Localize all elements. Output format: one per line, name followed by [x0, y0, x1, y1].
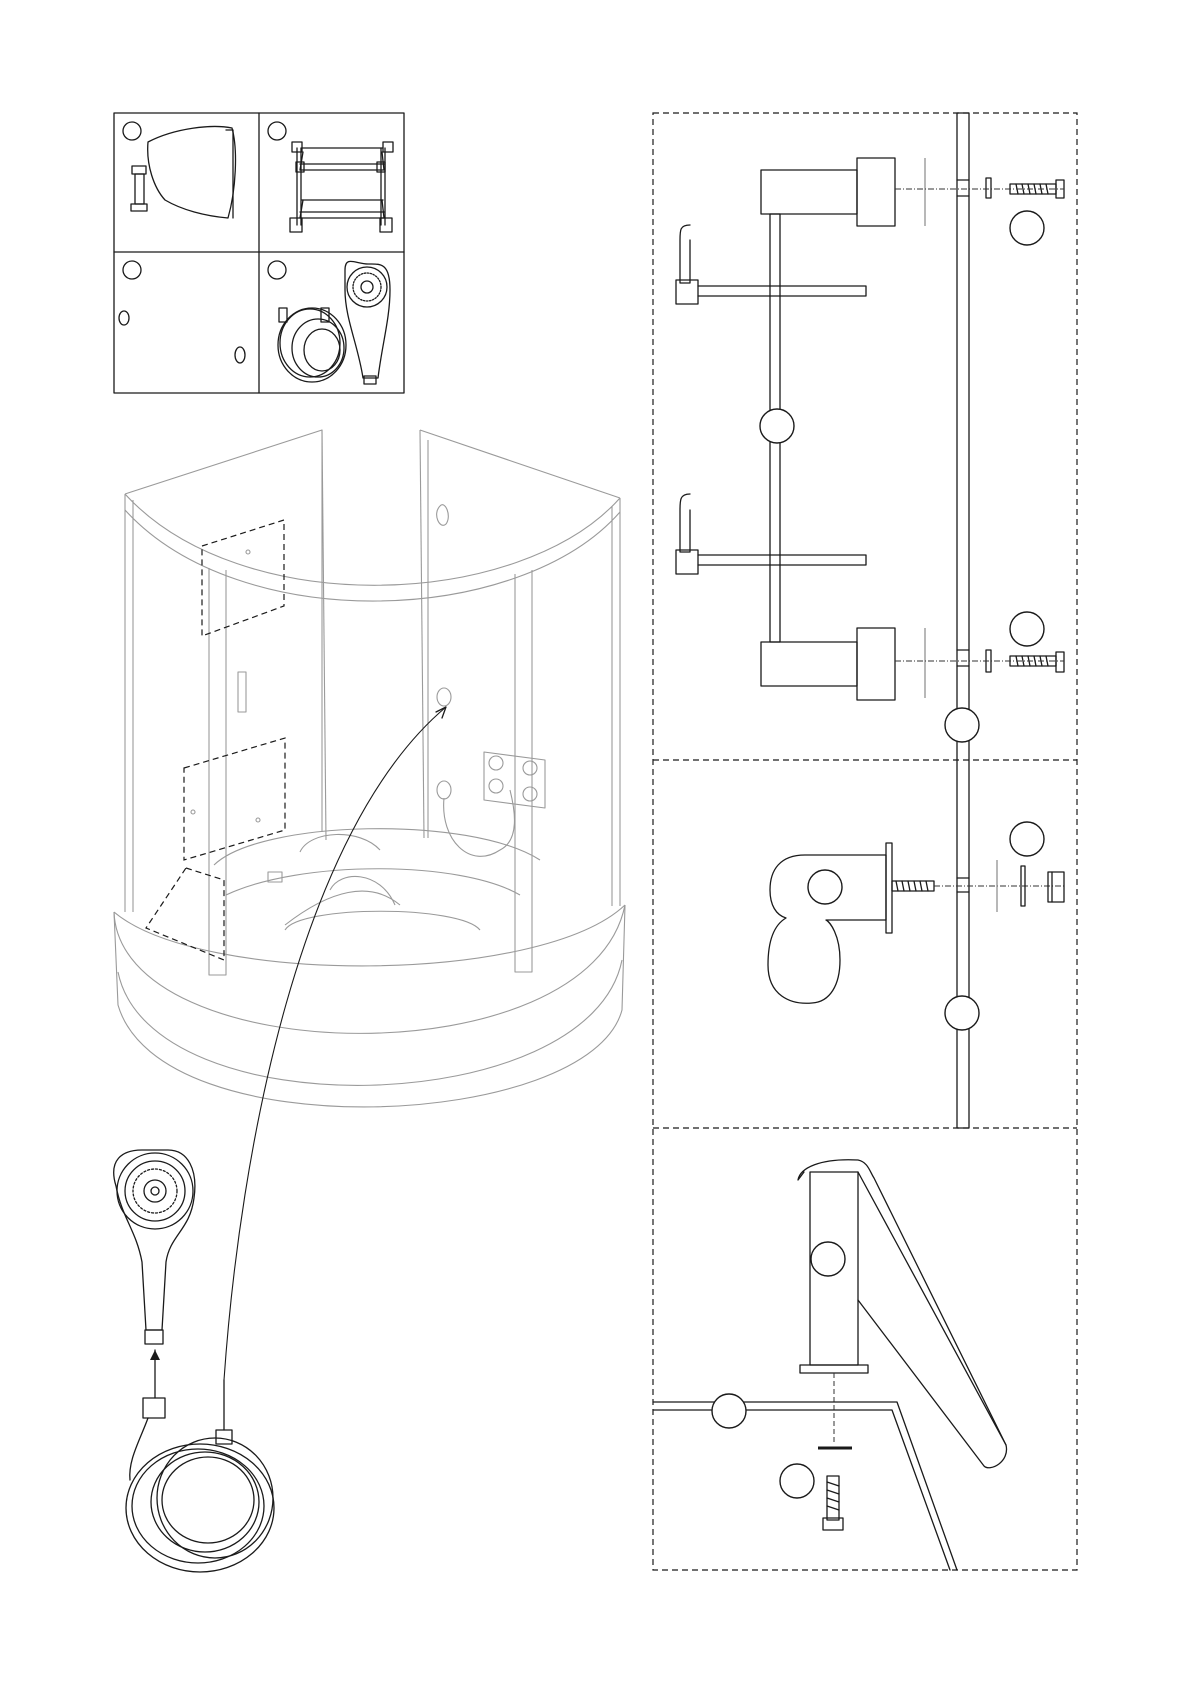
hand-shower-assembly	[114, 1150, 274, 1572]
pillow-icon	[131, 127, 235, 218]
hose-icon	[126, 1380, 274, 1572]
shelf-panel	[268, 122, 393, 232]
shelf-icon	[290, 142, 393, 232]
shower-set-panel	[268, 261, 390, 384]
headrest-panel	[123, 122, 235, 218]
handrail-panel	[119, 261, 245, 363]
handrail-side-view	[653, 1160, 1007, 1570]
grab-bar-icon	[119, 311, 245, 363]
accessory-grid	[114, 113, 404, 393]
shower-head-icon	[114, 1150, 195, 1344]
shower-head-icon	[345, 261, 390, 384]
shower-cabin	[114, 430, 625, 1380]
detail-panel	[653, 113, 1077, 1570]
shelf-side-view	[676, 158, 1064, 742]
headrest-side-view	[768, 822, 1066, 1030]
hose-icon	[278, 308, 346, 382]
